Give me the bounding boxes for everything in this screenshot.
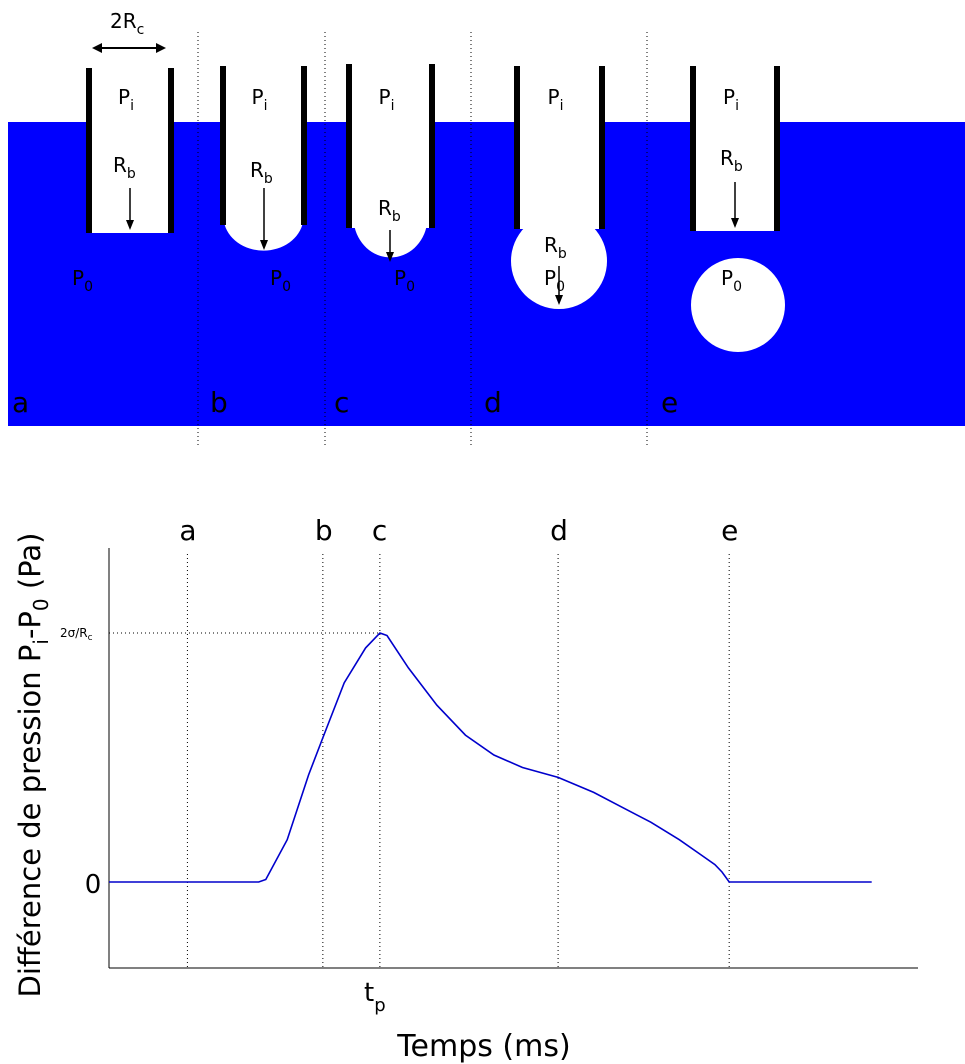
radius-arrowhead-icon (731, 218, 739, 228)
wall-right (168, 68, 174, 233)
inner-pressure-label: Pi (723, 85, 739, 114)
radius-arrows (126, 182, 739, 305)
tube-interiors (90, 122, 776, 233)
stage-marker-lines (186, 554, 730, 968)
radius-label: Rb (378, 196, 401, 225)
wall-left (86, 68, 92, 233)
outer-pressure-label: P0 (270, 266, 291, 295)
wall-left (220, 66, 226, 225)
x-axis-label: Temps (ms) (396, 1029, 570, 1064)
radius-label: Rb (113, 153, 136, 182)
tube-interior (518, 122, 601, 229)
radius-label: Rb (720, 146, 743, 175)
y-tick-zero: 0 (85, 870, 102, 900)
stage-marker-label: c (372, 514, 387, 547)
radius-arrowhead-icon (555, 295, 563, 305)
pressure-curve (109, 632, 872, 883)
wall-right (301, 66, 307, 225)
radius-arrowhead-icon (260, 240, 268, 250)
inner-pressure-label: Pi (118, 85, 134, 114)
peak-value-label: 2σ/Rc (60, 626, 93, 643)
wall-left (346, 64, 352, 228)
radius-arrowhead-icon (386, 252, 394, 262)
stage-letter: d (484, 386, 502, 419)
pressure-chart: a b c d e 0 2σ/Rc tp Temps (ms) Différence d… (13, 514, 918, 1064)
tube-interior (350, 122, 431, 228)
inner-pressure-label: Pi (379, 85, 395, 114)
outer-pressure-label: P0 (544, 266, 565, 295)
wall-right (774, 66, 780, 231)
stage-marker-label: b (315, 514, 333, 547)
outer-pressure-label: P0 (72, 266, 93, 295)
inner-pressure-label: Pi (252, 85, 268, 114)
stage-marker-label: d (550, 514, 568, 547)
radius-label: Rb (250, 158, 273, 187)
wall-left (690, 66, 696, 231)
stage-marker-label: a (179, 514, 196, 547)
stage-separators (197, 32, 648, 448)
radius-label: Rb (544, 233, 567, 262)
stage-letter: e (661, 386, 678, 419)
detached-bubble (691, 258, 785, 352)
width-dimension-arrow: 2Rc (92, 9, 166, 53)
y-axis-label: Différence de pression Pi-P0 (Pa) (13, 533, 53, 998)
wall-left (514, 66, 520, 229)
width-label: 2Rc (110, 9, 144, 38)
stage-letter: c (334, 386, 349, 419)
tp-label: tp (364, 978, 386, 1016)
wall-right (599, 66, 605, 229)
outer-pressure-label: P0 (721, 266, 742, 295)
stage-letter: b (210, 386, 228, 419)
stage-marker-label: e (721, 514, 738, 547)
stage-marker-labels: a b c d e (179, 514, 738, 547)
radius-arrowhead-icon (126, 220, 134, 230)
inner-pressure-label: Pi (548, 85, 564, 114)
growing-bubble (511, 213, 607, 309)
capillary-walls (86, 64, 780, 233)
stage-letter: a (12, 386, 29, 419)
outer-pressure-label: P0 (394, 266, 415, 295)
wall-right (429, 64, 435, 228)
